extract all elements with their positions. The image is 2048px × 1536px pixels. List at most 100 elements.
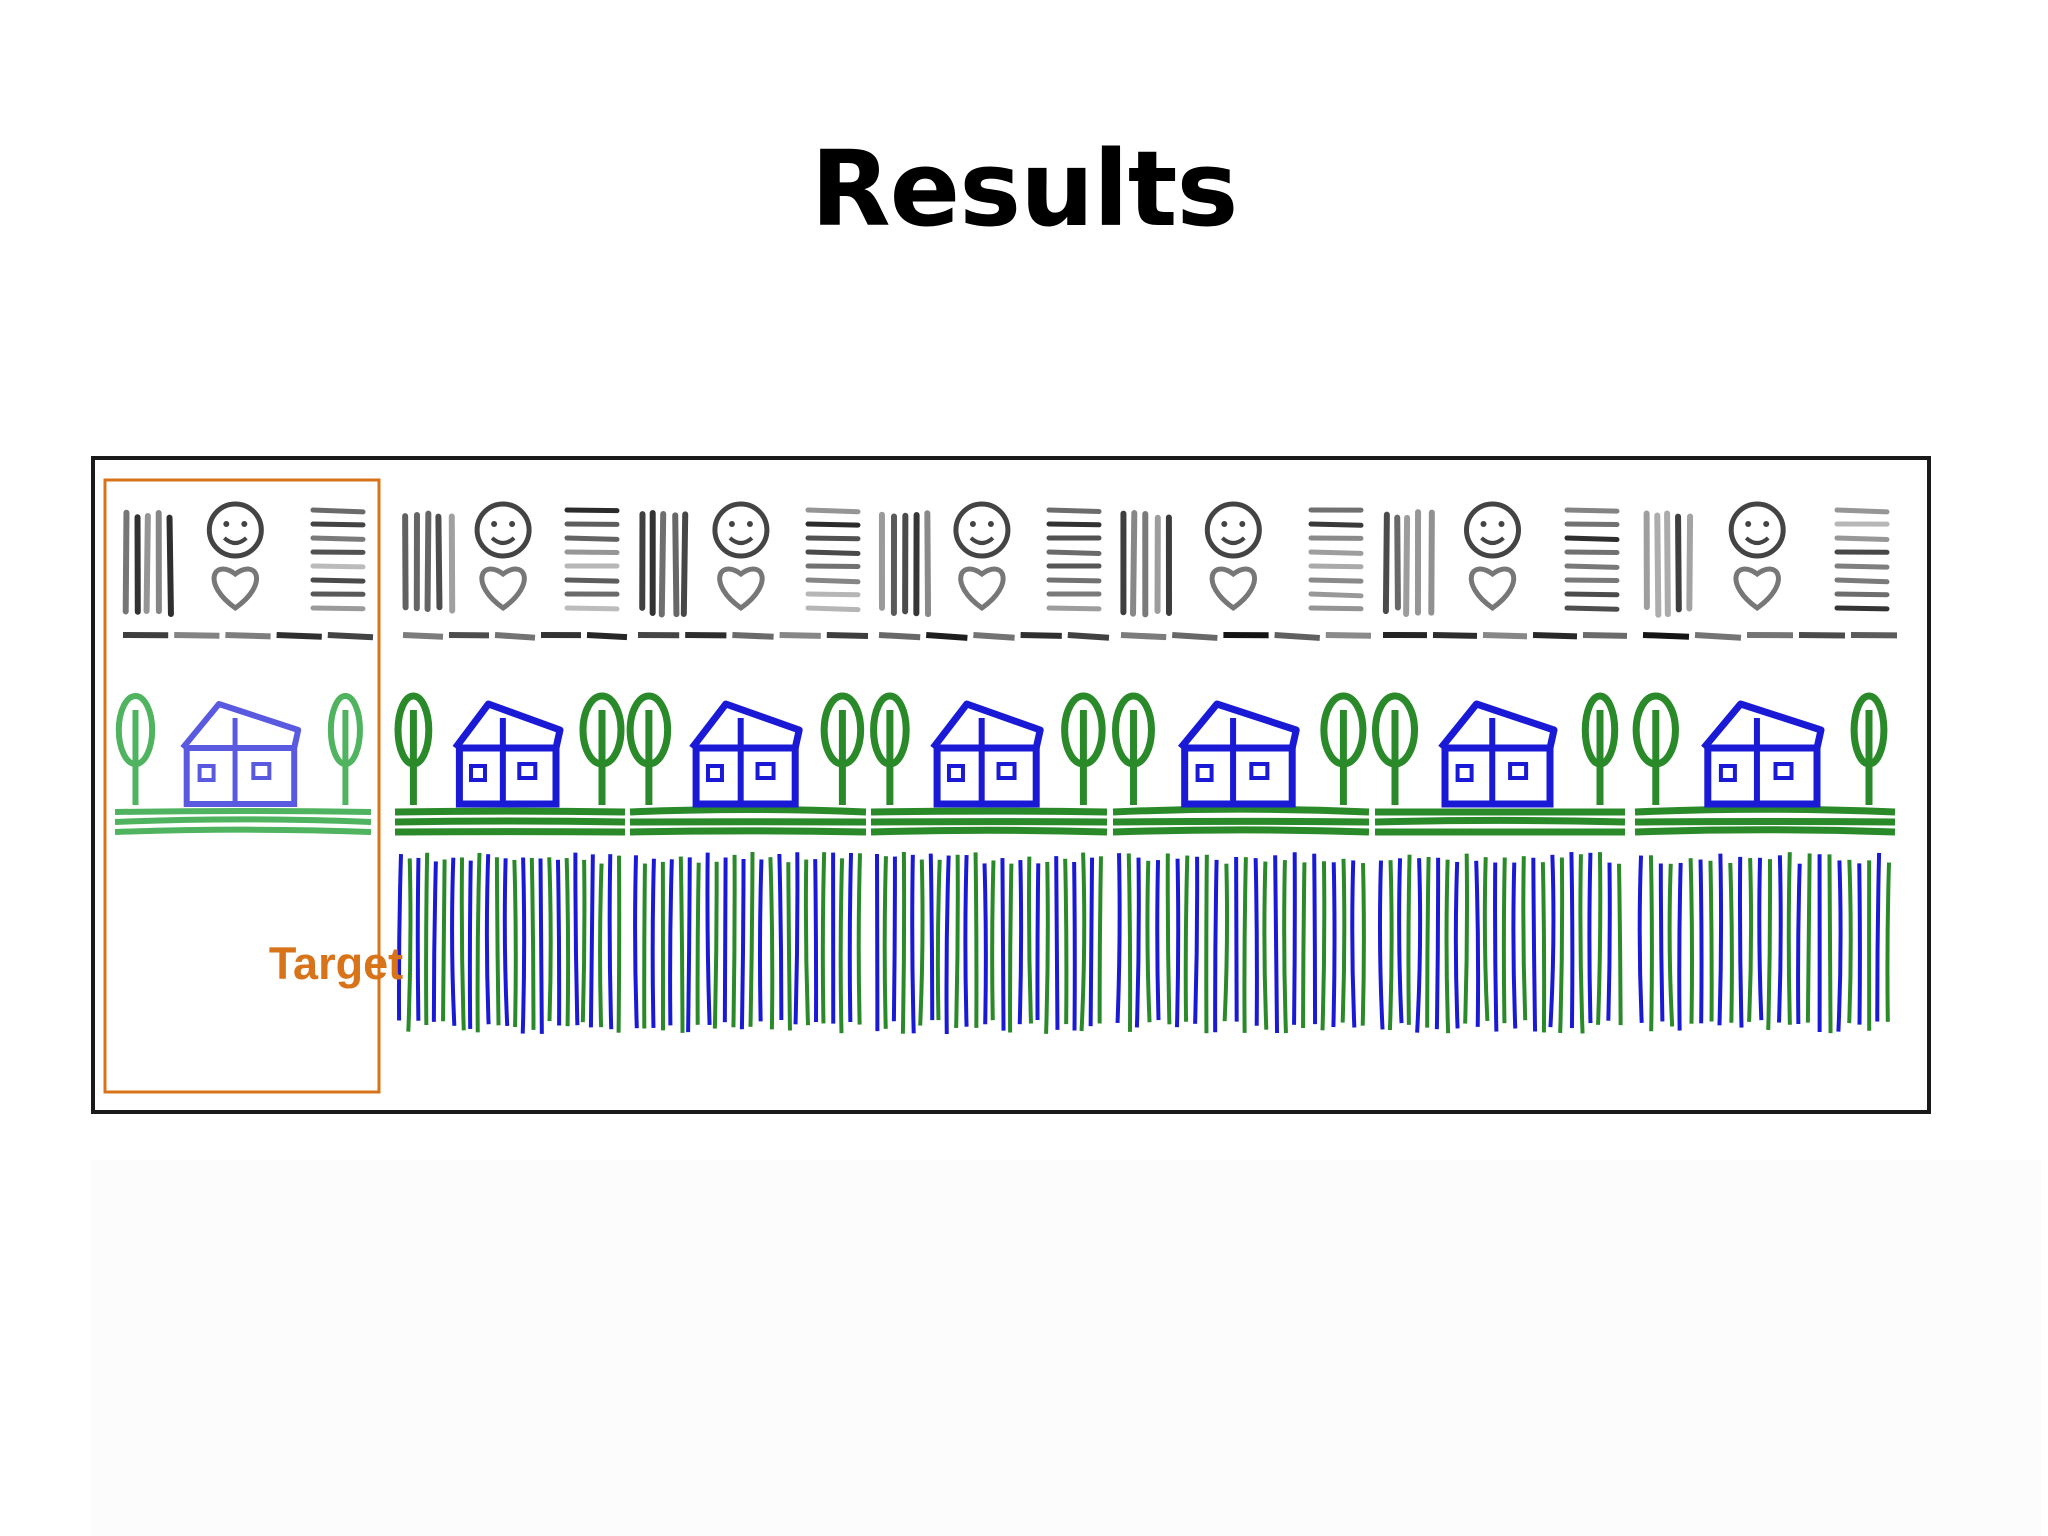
vertical-stroke xyxy=(580,859,587,1023)
vertical-stroke xyxy=(1331,862,1337,1028)
house-window xyxy=(1195,764,1214,782)
gray-dash xyxy=(1834,591,1890,598)
gray-baseline xyxy=(1532,632,1578,640)
gray-dash xyxy=(564,507,620,514)
vertical-stroke xyxy=(678,856,685,1033)
grass-line xyxy=(870,807,1108,816)
vertical-stroke xyxy=(1301,862,1307,1028)
house-window xyxy=(755,762,776,780)
heart-icon xyxy=(1209,566,1257,612)
vertical-stroke xyxy=(1569,852,1575,1029)
gray-dash xyxy=(1834,605,1890,612)
slide-title: Results xyxy=(810,128,1239,250)
gray-dash xyxy=(1308,605,1364,612)
vertical-stroke xyxy=(1776,855,1783,1023)
result-5-panel xyxy=(1372,501,1628,1034)
vertical-stroke xyxy=(1827,854,1833,1034)
house-roof xyxy=(1701,700,1825,751)
tree-icon xyxy=(1850,692,1888,768)
gray-stroke xyxy=(1675,513,1682,613)
vertical-stroke xyxy=(1340,858,1347,1023)
gray-dash xyxy=(564,605,620,612)
vertical-stroke xyxy=(1717,853,1724,1026)
heart-icon xyxy=(958,566,1006,612)
vertical-stroke xyxy=(1796,863,1802,1025)
house-window xyxy=(996,762,1017,780)
result-1-panel xyxy=(394,501,628,1034)
vertical-stroke xyxy=(695,862,701,1025)
house-roof xyxy=(930,700,1044,751)
gray-dash xyxy=(1308,549,1364,556)
gray-stroke xyxy=(1403,514,1411,618)
vertical-stroke xyxy=(910,854,916,1034)
tree-icon xyxy=(1320,692,1367,768)
vertical-stroke xyxy=(459,857,466,1031)
vertical-stroke xyxy=(538,858,544,1034)
vertical-stroke xyxy=(1875,852,1882,1022)
vertical-stroke xyxy=(1857,863,1862,1025)
smiley-eye xyxy=(728,521,735,527)
gray-stroke xyxy=(1664,510,1671,618)
vertical-stroke xyxy=(1193,856,1200,1024)
house-roof xyxy=(1177,700,1300,751)
grass-line xyxy=(1112,805,1370,816)
gray-dash xyxy=(1564,563,1620,570)
gray-stroke xyxy=(1130,510,1138,617)
tree-icon xyxy=(394,692,433,768)
vertical-stroke xyxy=(1097,856,1103,1024)
vertical-stroke xyxy=(820,852,827,1024)
house-icon xyxy=(455,744,560,808)
result-3-panel xyxy=(870,501,1110,1035)
vertical-stroke xyxy=(529,857,536,1030)
vertical-stroke xyxy=(731,854,737,1028)
vertical-stroke xyxy=(494,857,501,1026)
vertical-stroke xyxy=(1444,859,1451,1034)
vertical-stroke xyxy=(396,853,403,1021)
smiley-eye xyxy=(1498,521,1505,527)
gray-dash xyxy=(1046,577,1102,584)
smiley-icon xyxy=(1464,501,1521,559)
vertical-stroke xyxy=(990,860,996,1021)
gray-stroke xyxy=(143,512,151,615)
vertical-stroke xyxy=(467,860,473,1029)
vertical-stroke xyxy=(928,853,935,1021)
vertical-stroke xyxy=(1766,859,1773,1030)
vertical-stroke xyxy=(1273,855,1280,1034)
gray-baseline xyxy=(1120,632,1167,641)
vertical-stroke xyxy=(1606,862,1612,1021)
tree-icon xyxy=(327,693,363,767)
grass-line xyxy=(629,805,867,816)
vertical-stroke xyxy=(1578,854,1585,1034)
gray-dash xyxy=(1046,507,1102,515)
smiley-mouth xyxy=(728,536,754,545)
vertical-stroke xyxy=(607,854,614,1030)
vertical-stroke xyxy=(1453,861,1460,1029)
vertical-stroke xyxy=(1397,858,1404,1024)
vertical-stroke xyxy=(786,862,792,1031)
house-icon xyxy=(1704,744,1821,808)
gray-dash xyxy=(564,549,620,556)
gray-dash xyxy=(1046,521,1102,528)
house-window xyxy=(197,764,216,782)
vertical-stroke xyxy=(1847,859,1853,1024)
house-icon xyxy=(933,744,1040,808)
gray-dash xyxy=(1564,605,1620,612)
gray-dash xyxy=(564,535,620,542)
vertical-stroke xyxy=(1540,862,1547,1033)
vertical-stroke xyxy=(739,859,746,1030)
house-roof xyxy=(1438,700,1558,751)
vertical-stroke xyxy=(633,855,639,1029)
vertical-stroke xyxy=(1242,857,1248,1033)
vertical-stroke xyxy=(668,859,674,1026)
results-figure: Target xyxy=(91,456,1931,1114)
gray-stroke xyxy=(924,510,932,618)
vertical-stroke xyxy=(650,858,656,1028)
house-roof xyxy=(180,701,302,750)
gray-dash xyxy=(1308,563,1364,570)
vertical-stroke xyxy=(1253,858,1259,1026)
vertical-stroke xyxy=(768,857,775,1030)
gray-dash xyxy=(310,535,366,542)
vertical-stroke xyxy=(1415,858,1423,1033)
vertical-stroke xyxy=(847,852,854,1023)
grass-line xyxy=(870,826,1108,836)
